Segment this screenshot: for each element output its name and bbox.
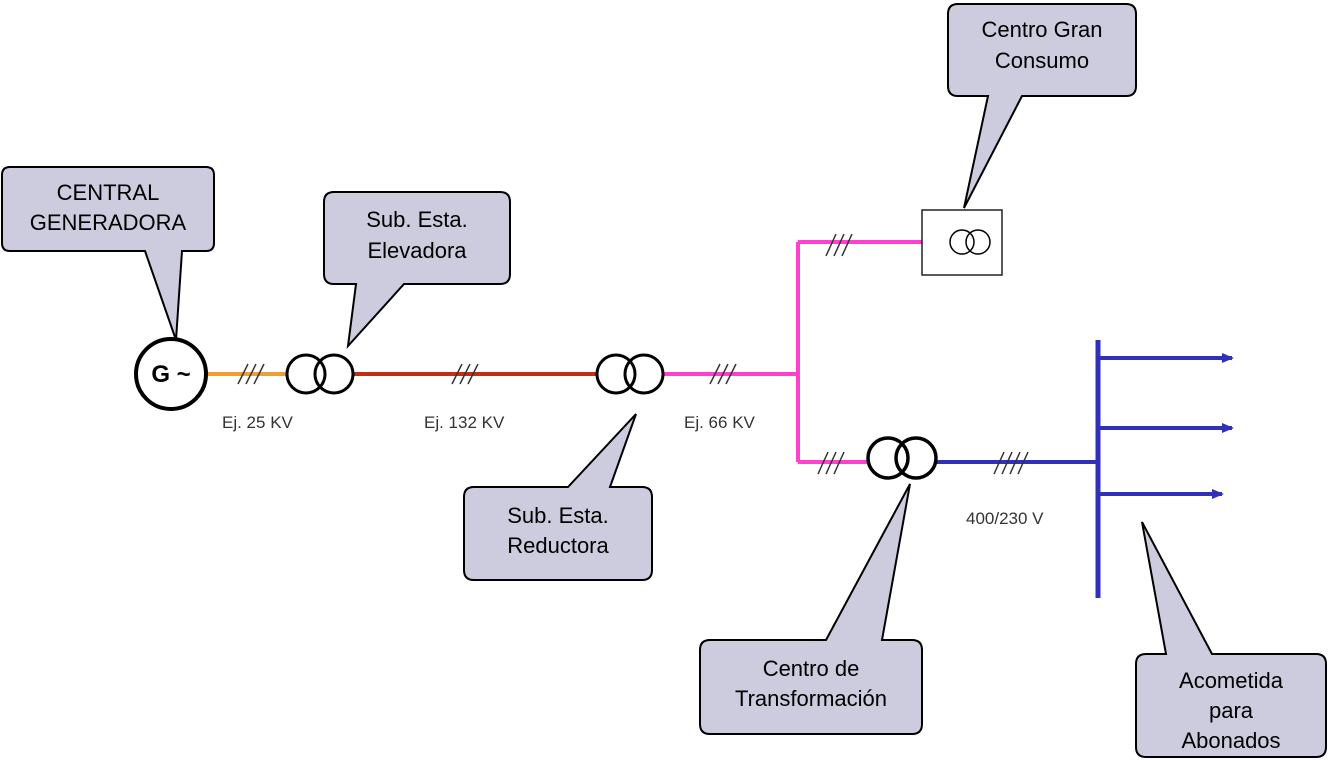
transformer-reductora-icon xyxy=(595,353,665,395)
callout-elevadora-line1: Sub. Esta. xyxy=(366,207,468,232)
transformer-transformacion-icon xyxy=(866,436,938,480)
callout-reductora-line2: Reductora xyxy=(507,533,609,558)
phase-ticks-25kv xyxy=(237,363,265,385)
generator-circle-icon xyxy=(134,337,208,411)
power-lines xyxy=(206,240,1234,598)
phase-ticks-gran-consumo xyxy=(825,233,853,257)
phase-ticks-transformacion xyxy=(817,451,845,475)
callout-acometida-line2: para xyxy=(1209,698,1254,723)
callout-sub-reductora: Sub. Esta. Reductora xyxy=(463,413,653,581)
voltage-label-25kv: Ej. 25 KV xyxy=(222,413,294,432)
callout-centro-gran-consumo: Centro Gran Consumo xyxy=(947,3,1137,209)
phase-ticks-132kv xyxy=(451,363,479,385)
generator-symbol: G ~ xyxy=(134,337,208,411)
callout-central-line2: GENERADORA xyxy=(30,210,187,235)
phase-ticks-lv xyxy=(993,451,1029,475)
gran-consumo-station xyxy=(921,209,1003,276)
transformer-gran-consumo-icon xyxy=(949,229,991,255)
generator-label: G ~ xyxy=(151,361,190,388)
callout-gran-consumo-line2: Consumo xyxy=(995,48,1089,73)
phase-ticks xyxy=(237,233,1029,475)
phase-ticks-66kv xyxy=(709,363,737,385)
callout-sub-elevadora: Sub. Esta. Elevadora xyxy=(323,191,511,350)
callout-central-line1: CENTRAL xyxy=(57,180,160,205)
voltage-label-lv: 400/230 V xyxy=(966,509,1044,528)
callout-gran-consumo-line1: Centro Gran xyxy=(981,17,1102,42)
voltage-labels: Ej. 25 KV Ej. 132 KV Ej. 66 KV 400/230 V xyxy=(222,413,1044,528)
gran-consumo-box xyxy=(921,209,1003,276)
voltage-label-66kv: Ej. 66 KV xyxy=(684,413,756,432)
callout-transformacion-line2: Transformación xyxy=(735,686,887,711)
callout-transformacion-line1: Centro de xyxy=(763,656,860,681)
voltage-label-132kv: Ej. 132 KV xyxy=(424,413,505,432)
callout-acometida-line3: Abonados xyxy=(1181,728,1280,753)
transformer-elevadora-icon xyxy=(285,353,355,395)
callout-central-generadora: CENTRAL GENERADORA xyxy=(1,166,215,341)
callout-centro-transformacion: Centro de Transformación xyxy=(699,483,923,735)
callout-acometida-line1: Acometida xyxy=(1179,668,1284,693)
callout-reductora-line1: Sub. Esta. xyxy=(507,503,609,528)
callout-elevadora-line2: Elevadora xyxy=(367,238,467,263)
callout-acometida-abonados: Acometida para Abonados xyxy=(1135,521,1327,758)
